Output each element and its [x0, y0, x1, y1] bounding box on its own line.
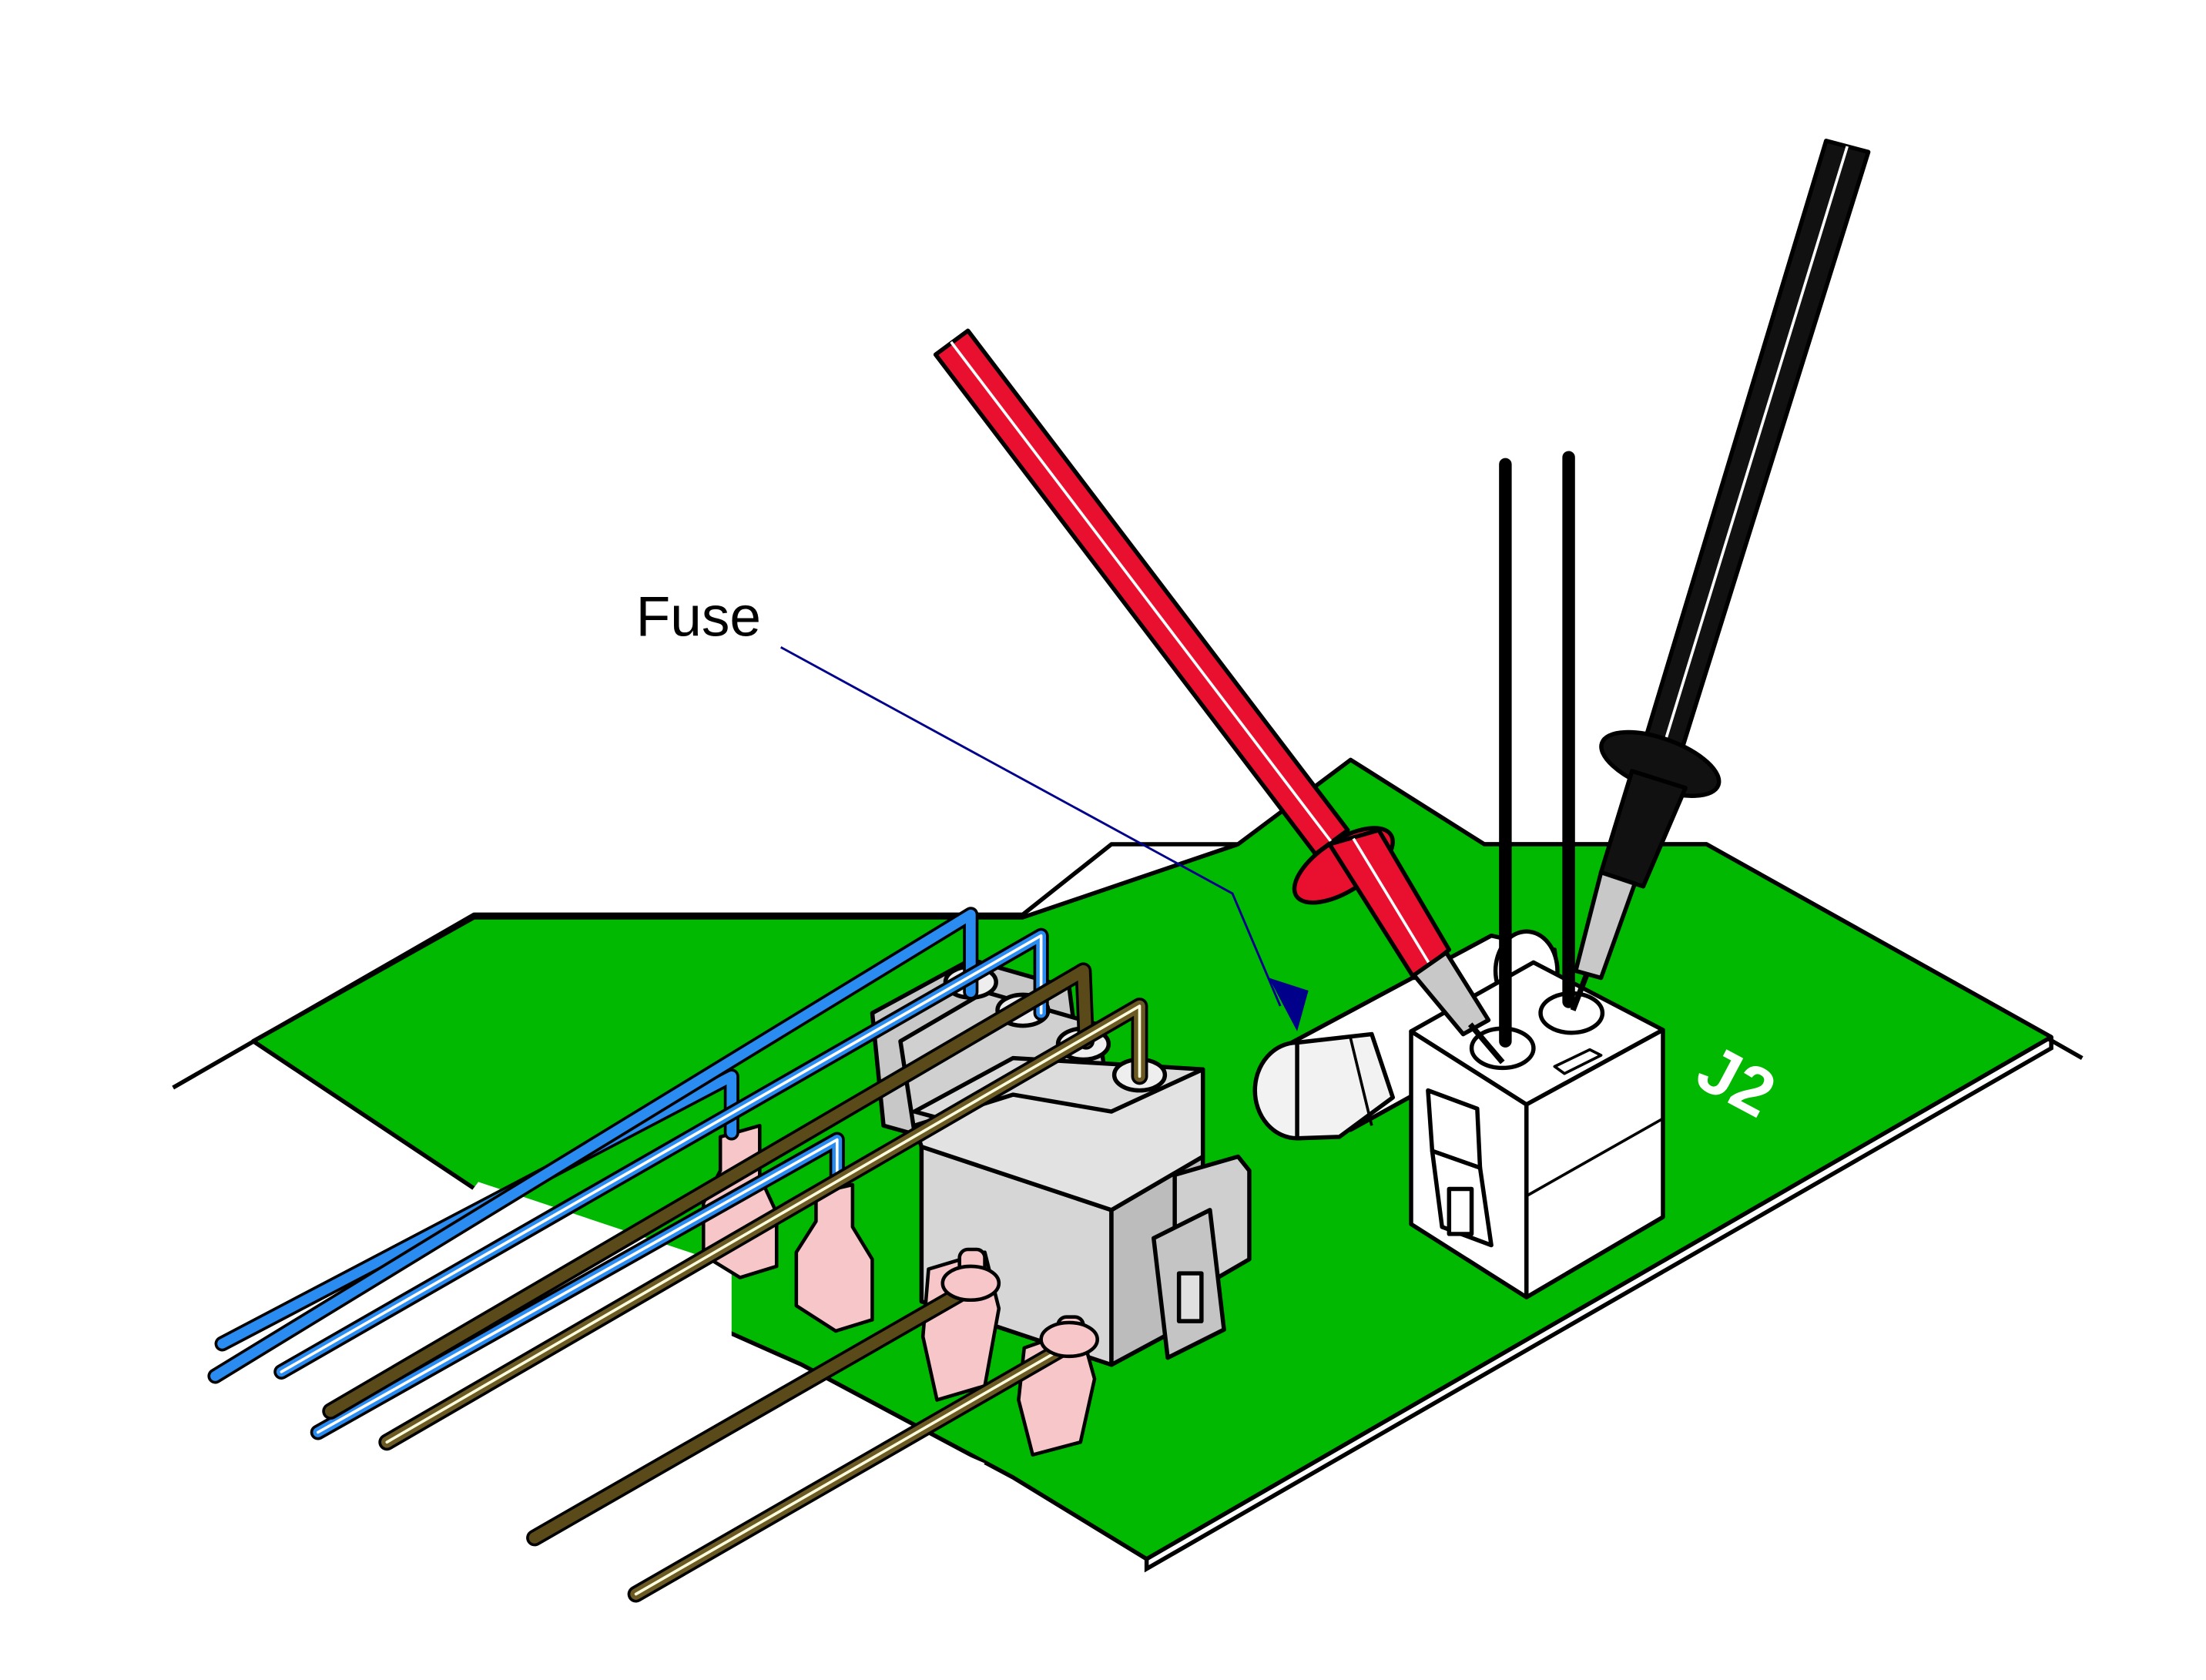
j2-connector: [1409, 960, 1665, 1299]
fuse-leader-line: [780, 646, 1282, 1007]
wires: [207, 907, 1148, 1603]
fuse-callout: Fuse: [636, 586, 1309, 1031]
black-probe: [1570, 138, 1871, 1011]
brown-wire-1: [322, 962, 1095, 1420]
j2-wires: [1499, 451, 1575, 1048]
blue-wire-2: [207, 907, 979, 1384]
red-probe: [933, 328, 1505, 1065]
blue-wire-4: [310, 1132, 845, 1440]
brown-wire-2: [378, 998, 1148, 1451]
brown-wire-4: [627, 1339, 1072, 1603]
fuse-leader-arrowhead: [1269, 977, 1309, 1031]
fuse-callout-label: Fuse: [636, 586, 761, 649]
spade-terminal-2: [794, 1182, 874, 1333]
terminal-caps: [940, 1264, 1099, 1359]
brown-wire-3: [526, 1283, 973, 1547]
